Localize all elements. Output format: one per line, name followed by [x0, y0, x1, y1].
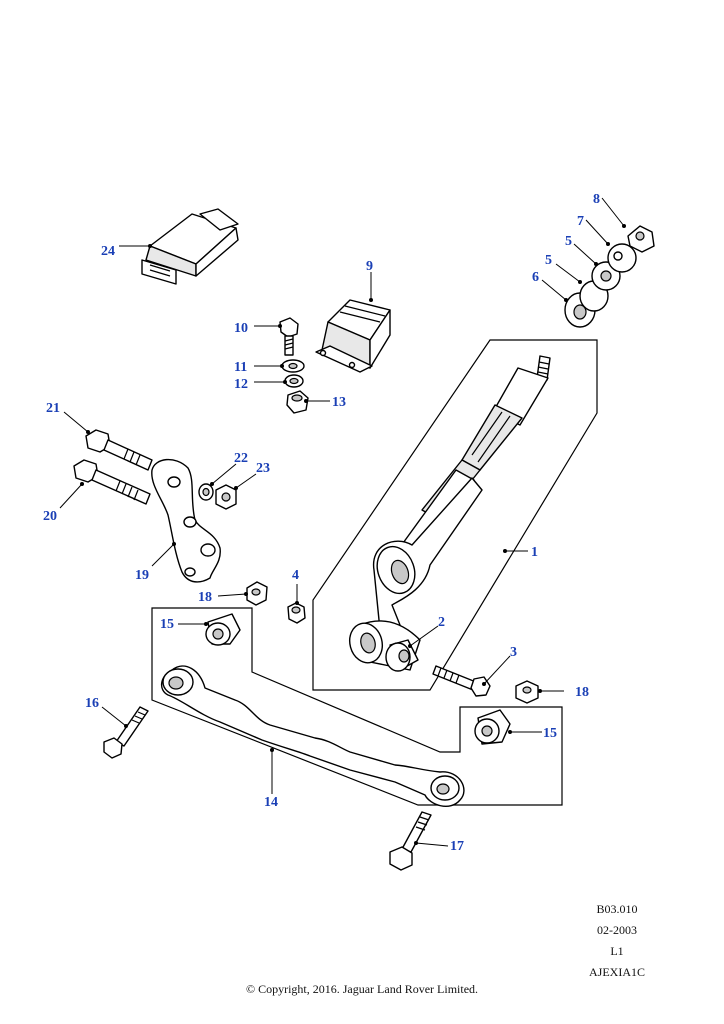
callout-19: 19 — [135, 568, 149, 583]
part-21-bolt — [85, 429, 153, 471]
callout-18b: 18 — [575, 685, 589, 700]
callout-15b: 15 — [543, 726, 557, 741]
part-11-washer — [281, 359, 305, 373]
part-16-bolt — [103, 706, 149, 759]
part-20-bolt — [73, 459, 151, 505]
diagram-reference: AJEXIA1C — [589, 965, 645, 979]
callout-15a: 15 — [160, 617, 174, 632]
callout-14: 14 — [264, 795, 278, 810]
part-23-nut — [215, 484, 237, 510]
part-1-drag-link — [349, 355, 551, 671]
diagram-code: B03.010 — [596, 902, 638, 916]
callout-4: 4 — [292, 568, 299, 583]
copyright-notice: © Copyright, 2016. Jaguar Land Rover Lim… — [245, 982, 479, 996]
callout-16: 16 — [85, 696, 99, 711]
callout-18a: 18 — [198, 590, 212, 605]
callout-24: 24 — [101, 244, 115, 259]
part-18-nut-b — [515, 680, 539, 704]
part-18-nut-a — [246, 581, 268, 606]
callout-5b: 5 — [545, 253, 552, 268]
callout-10: 10 — [234, 321, 248, 336]
callout-21: 21 — [46, 401, 60, 416]
callout-5a: 5 — [565, 234, 572, 249]
part-17-bolt — [389, 811, 432, 871]
callout-8: 8 — [593, 192, 600, 207]
part-22-washer — [198, 483, 214, 501]
callout-22: 22 — [234, 451, 248, 466]
part-13-nut — [286, 390, 309, 414]
diagram-date: 02-2003 — [597, 923, 637, 937]
part-6-bush-stack — [564, 225, 655, 328]
part-15-bush-a — [205, 613, 241, 646]
callout-13: 13 — [332, 395, 346, 410]
diagram-level: L1 — [610, 944, 624, 958]
part-24-module — [141, 208, 239, 285]
callout-23: 23 — [256, 461, 270, 476]
callout-12: 12 — [234, 377, 248, 392]
part-3-bolt — [432, 665, 491, 697]
callout-20: 20 — [43, 509, 57, 524]
part-10-bolt — [279, 317, 299, 356]
callout-11: 11 — [234, 360, 247, 375]
callout-17: 17 — [450, 839, 464, 854]
part-2-bush — [385, 639, 419, 672]
part-9-mount — [315, 299, 391, 373]
part-12-washer — [284, 374, 304, 388]
leader-lines — [59, 197, 626, 847]
part-15-bush-b — [474, 709, 511, 745]
callout-6: 6 — [532, 270, 539, 285]
group-box-1 — [312, 339, 598, 691]
callout-2: 2 — [438, 615, 445, 630]
callout-3: 3 — [510, 645, 517, 660]
callout-7: 7 — [577, 214, 584, 229]
callout-1: 1 — [531, 545, 538, 560]
part-14-link-arm — [161, 665, 465, 808]
part-4-nut — [287, 602, 306, 624]
callout-9: 9 — [366, 259, 373, 274]
part-19-bracket — [151, 458, 221, 583]
group-box-14 — [151, 607, 563, 806]
